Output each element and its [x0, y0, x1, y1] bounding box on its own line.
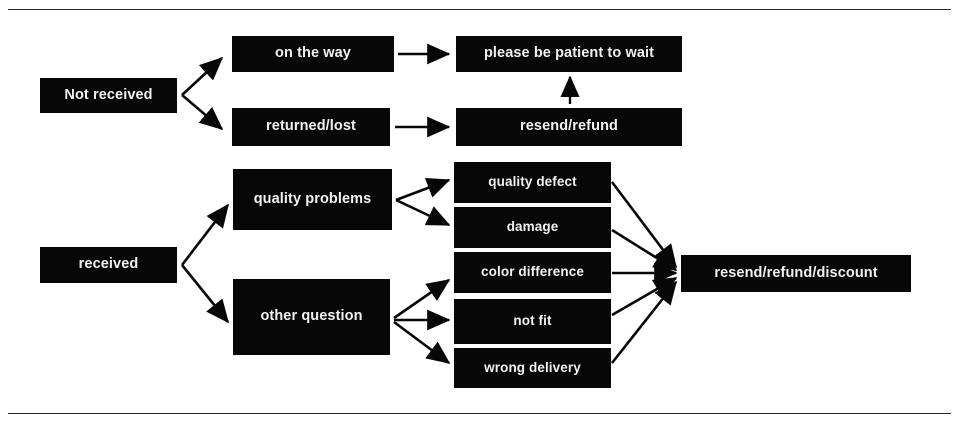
edge-notreceived-ontheway — [181, 56, 224, 96]
node-color-difference[interactable]: color difference — [454, 252, 611, 293]
node-not-fit-label: not fit — [513, 313, 552, 329]
top-divider-line — [8, 9, 951, 10]
node-resend-refund-discount-label: resend/refund/discount — [714, 264, 878, 281]
edge-received-qualityproblems — [180, 203, 230, 266]
node-quality-defect[interactable]: quality defect — [454, 162, 611, 203]
node-damage[interactable]: damage — [454, 207, 611, 248]
node-please-be-patient-to-wait-label: please be patient to wait — [483, 45, 655, 62]
node-not-received[interactable]: Not received — [40, 78, 177, 113]
node-received[interactable]: received — [40, 247, 177, 283]
edge-otherquestion-colordifference — [393, 278, 451, 320]
edge-notreceived-returnedlost — [181, 94, 224, 131]
node-not-received-label: Not received — [64, 86, 153, 103]
edge-damage-final — [611, 228, 678, 272]
node-wrong-delivery[interactable]: wrong delivery — [454, 348, 611, 388]
edge-received-otherquestion — [180, 264, 230, 324]
node-quality-problems[interactable]: quality problems — [233, 169, 392, 230]
node-quality-defect-label: quality defect — [488, 174, 577, 190]
node-other-question[interactable]: other question — [233, 279, 390, 355]
node-other-question-label: other question — [260, 308, 363, 325]
node-on-the-way[interactable]: on the way — [232, 36, 394, 72]
edge-qualityproblems-damage — [395, 198, 451, 227]
edge-notfit-final — [611, 276, 678, 317]
node-damage-label: damage — [506, 219, 559, 235]
node-resend-refund-discount[interactable]: resend/refund/discount — [681, 255, 911, 292]
edge-wrongdelivery-final — [610, 280, 678, 364]
node-resend-refund-label: resend/refund — [520, 118, 618, 135]
node-please-be-patient-to-wait[interactable]: please be patient to wait — [456, 36, 682, 72]
node-received-label: received — [78, 256, 139, 273]
node-resend-refund[interactable]: resend/refund — [456, 108, 682, 146]
bottom-divider-line — [8, 413, 951, 414]
edge-qualitydefect-final — [610, 181, 678, 269]
node-color-difference-label: color difference — [481, 264, 584, 280]
node-quality-problems-label: quality problems — [253, 190, 372, 207]
edge-otherquestion-wrongdelivery — [393, 320, 451, 365]
node-wrong-delivery-label: wrong delivery — [484, 359, 581, 375]
node-returned-lost-label: returned/lost — [266, 118, 356, 135]
edge-qualityproblems-qualitydefect — [395, 177, 451, 202]
node-on-the-way-label: on the way — [275, 45, 351, 62]
node-returned-lost[interactable]: returned/lost — [232, 108, 390, 146]
node-not-fit[interactable]: not fit — [454, 299, 611, 344]
